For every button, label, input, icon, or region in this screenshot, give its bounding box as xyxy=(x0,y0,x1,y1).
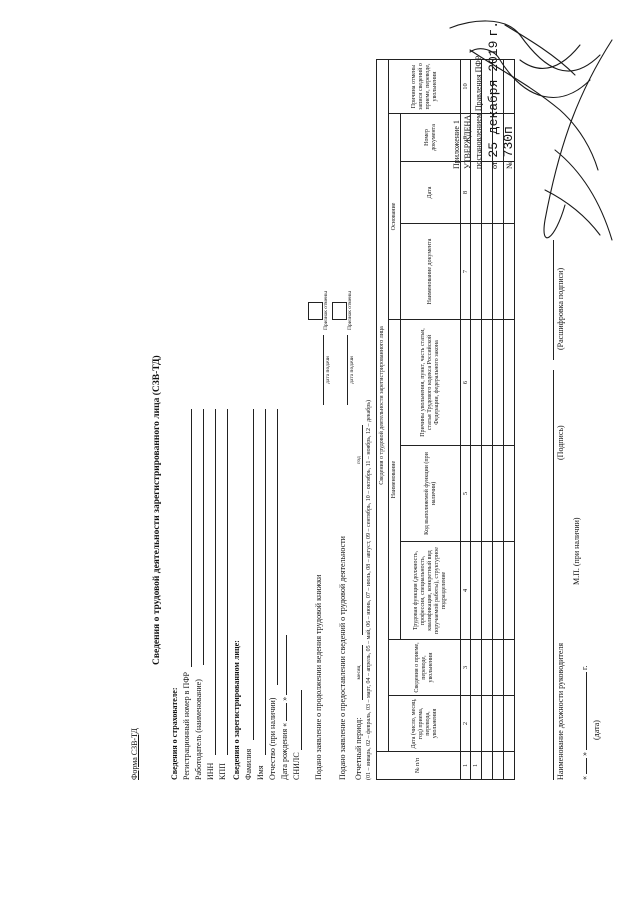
handwritten-signature xyxy=(449,20,613,241)
